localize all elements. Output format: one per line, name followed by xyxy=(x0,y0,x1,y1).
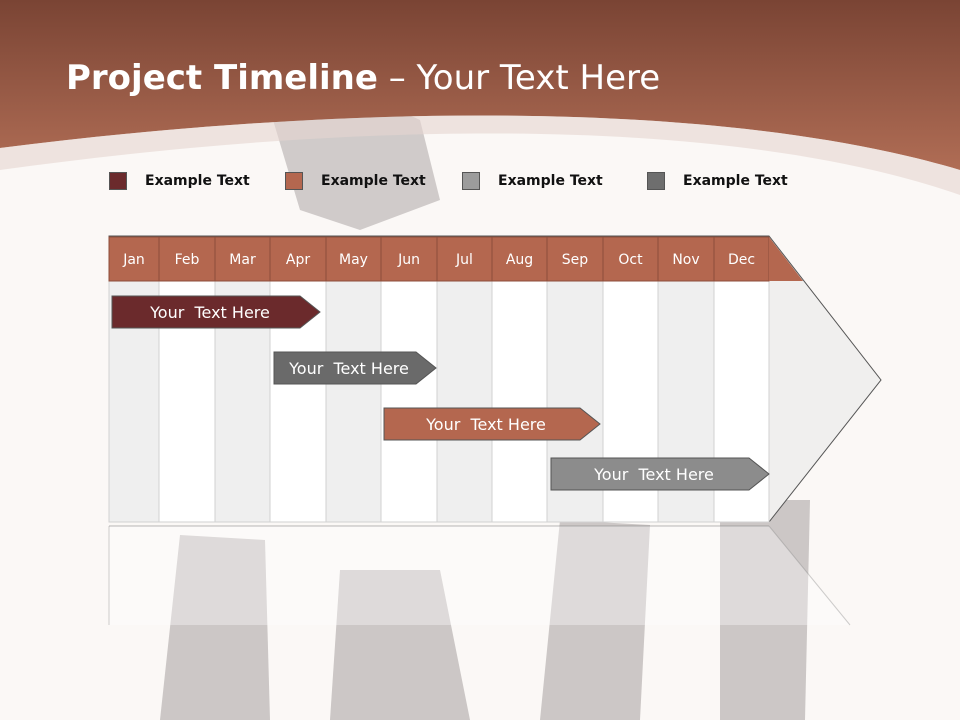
month-header-cell xyxy=(657,236,715,282)
task-arrow[interactable] xyxy=(273,351,437,385)
task-arrow[interactable] xyxy=(111,295,321,329)
header-arrow-tip xyxy=(769,237,803,281)
task-arrow[interactable] xyxy=(550,457,770,491)
legend-item: Example Text xyxy=(285,170,426,192)
timeline-reflection xyxy=(109,526,850,625)
legend-swatch xyxy=(109,172,127,190)
month-column xyxy=(436,280,493,523)
month-label: Aug xyxy=(506,252,533,268)
task-label: Your Text Here xyxy=(288,359,409,378)
legend-item: Example Text xyxy=(462,170,603,192)
month-header-cell xyxy=(546,236,604,282)
month-label: Mar xyxy=(229,252,256,268)
task-label: Your Text Here xyxy=(149,303,270,322)
month-label: Oct xyxy=(618,252,643,268)
month-column xyxy=(380,280,438,523)
legend-item: Example Text xyxy=(647,170,788,192)
month-header-cell xyxy=(602,236,659,282)
month-header-cell xyxy=(158,236,216,282)
legend-swatch xyxy=(647,172,665,190)
legend-label: Example Text xyxy=(498,173,603,189)
legend-label: Example Text xyxy=(683,173,788,189)
month-label: Sep xyxy=(562,252,589,268)
month-header-cell xyxy=(108,236,160,282)
month-label: Jan xyxy=(122,252,145,268)
month-label: Feb xyxy=(175,252,200,268)
legend-swatch xyxy=(285,172,303,190)
month-label: Jun xyxy=(397,252,420,268)
task-arrow[interactable] xyxy=(383,407,601,441)
month-label: Nov xyxy=(672,252,699,268)
month-header-cell xyxy=(269,236,327,282)
month-label: Jul xyxy=(455,252,473,268)
title-rest: – Your Text Here xyxy=(377,58,661,98)
month-header-cell xyxy=(380,236,438,282)
month-header-cell xyxy=(325,236,382,282)
month-label: Apr xyxy=(286,252,310,268)
legend-item: Example Text xyxy=(109,170,250,192)
page-title: Project Timeline – Your Text Here xyxy=(66,58,660,98)
title-bold: Project Timeline xyxy=(66,58,378,98)
legend-label: Example Text xyxy=(145,173,250,189)
background-photo xyxy=(160,101,810,720)
month-column xyxy=(491,280,548,523)
month-header-cell xyxy=(214,236,271,282)
month-column xyxy=(325,280,382,523)
month-label: May xyxy=(339,252,368,268)
legend-swatch xyxy=(462,172,480,190)
month-header-cell xyxy=(713,236,770,282)
task-label: Your Text Here xyxy=(593,465,714,484)
legend-label: Example Text xyxy=(321,173,426,189)
month-label: Dec xyxy=(728,252,755,268)
task-label: Your Text Here xyxy=(425,415,546,434)
